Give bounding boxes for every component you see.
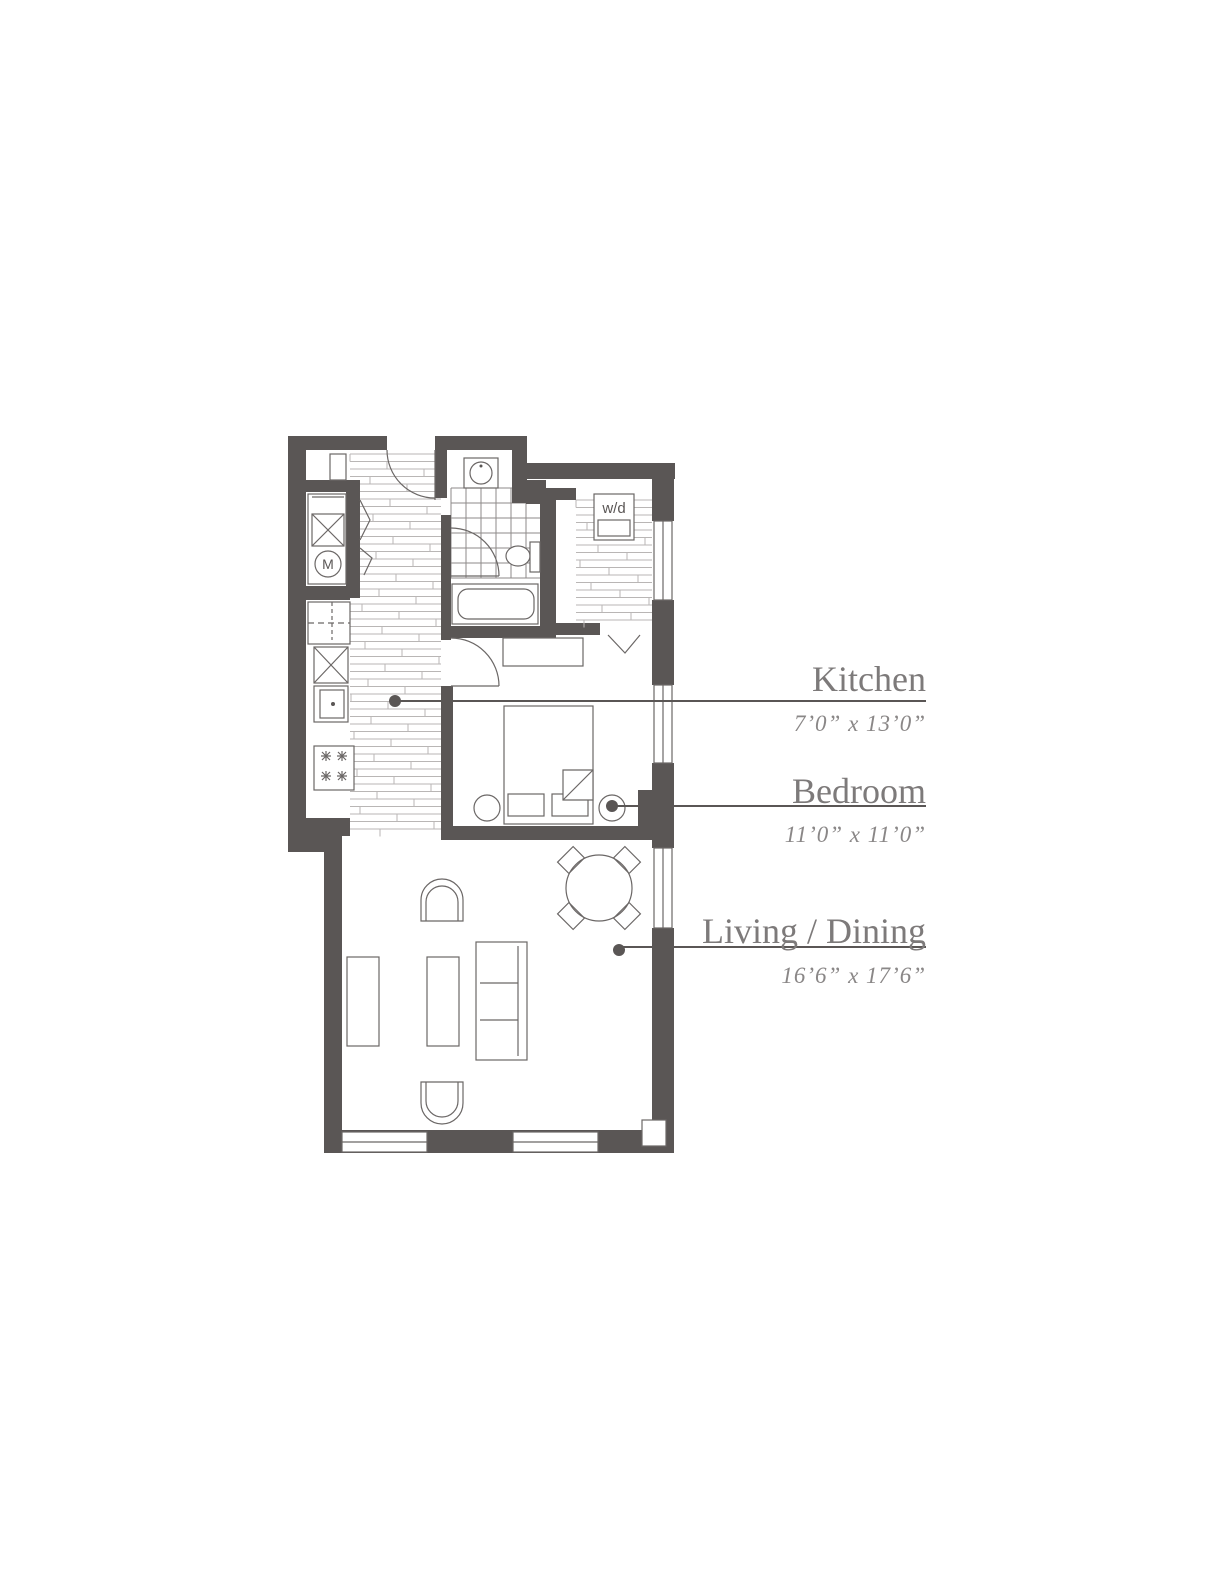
bedroom-callout: Bedroom 11’0” x 11’0” xyxy=(606,771,926,847)
bedroom-furniture xyxy=(473,637,626,825)
kitchen-callout: Kitchen 7’0” x 13’0” xyxy=(389,659,926,736)
walls xyxy=(288,436,675,1153)
living-dining-dimensions: 16’6” x 17’6” xyxy=(781,963,926,988)
meter-label: M xyxy=(322,556,334,572)
kitchen-fixtures: M xyxy=(307,453,355,791)
bedroom-dimensions: 11’0” x 11’0” xyxy=(785,822,926,847)
living-furniture xyxy=(346,845,667,1147)
bedroom-label: Bedroom xyxy=(792,771,926,811)
kitchen-dimensions: 7’0” x 13’0” xyxy=(794,711,926,736)
laundry: w/d xyxy=(575,493,652,628)
windows xyxy=(341,520,673,1153)
bathroom-fixtures xyxy=(451,457,541,625)
washer-dryer-label: w/d xyxy=(601,500,625,517)
living-dining-label: Living / Dining xyxy=(702,911,926,951)
kitchen-label: Kitchen xyxy=(812,659,926,699)
doors xyxy=(359,449,641,687)
living-dining-callout: Living / Dining 16’6” x 17’6” xyxy=(613,911,926,988)
kitchen-floor-hatching xyxy=(349,453,441,837)
